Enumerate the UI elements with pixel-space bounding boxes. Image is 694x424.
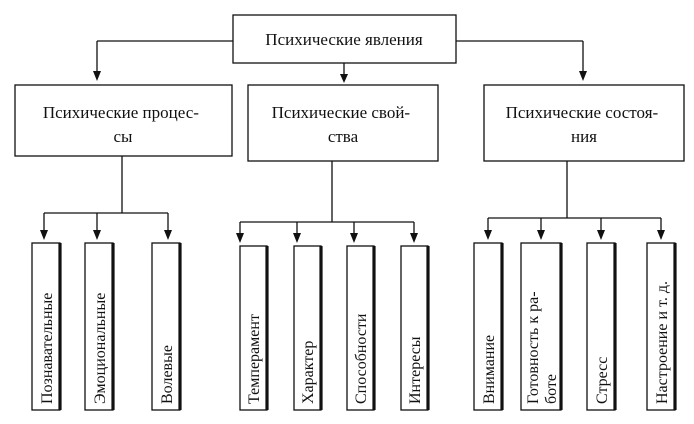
leaf-cognitive-box <box>31 242 61 411</box>
leaf-character-label: Характер <box>300 341 317 404</box>
leaf-emotional: Эмоциональные <box>84 242 115 411</box>
leaf-abilities-line-1: Способности <box>353 313 370 404</box>
arrow-to-attention <box>484 230 492 240</box>
leaf-volitional-label: Волевые <box>159 345 176 404</box>
group-3-connectors <box>484 161 665 240</box>
leaf-stress-box <box>586 242 616 411</box>
leaf-interests-label: Интересы <box>407 336 424 404</box>
leaf-character-line-1: Характер <box>300 341 317 404</box>
leaf-abilities: Способности <box>346 245 376 411</box>
arrow-to-temperament <box>236 233 244 243</box>
arrow-to-mood <box>657 230 665 240</box>
group-2-title: Психические свой- ства <box>272 103 415 146</box>
group-3-title-line-2: ния <box>571 127 597 146</box>
arrow-to-abilities <box>350 233 358 243</box>
arrow-to-group-3 <box>579 71 587 81</box>
group-3-box <box>483 84 685 162</box>
group-3-title-line-1: Психические состоя- <box>506 103 659 122</box>
leaf-readiness-box <box>520 242 562 411</box>
leaf-interests-line-1: Интересы <box>407 336 424 404</box>
arrow-to-group-2 <box>340 74 348 83</box>
leaf-mood-label: Настроение и т. д. <box>654 281 671 404</box>
leaf-readiness-label: Готовность к ра- боте <box>525 287 560 404</box>
arrow-to-group-1 <box>93 71 101 81</box>
arrow-to-character <box>293 233 301 243</box>
leaf-mood: Настроение и т. д. <box>646 242 677 411</box>
group-2-box <box>247 84 439 162</box>
leaf-stress: Стресс <box>586 242 617 411</box>
group-2-connectors <box>236 161 418 243</box>
leaf-readiness-line-1: Готовность к ра- <box>525 291 542 404</box>
leaf-readiness-line-2: боте <box>543 374 560 404</box>
arrow-to-cognitive <box>40 230 48 240</box>
leaf-cognitive-label: Познавательные <box>39 293 56 404</box>
arrow-to-volitional <box>164 230 172 240</box>
leaf-character: Характер <box>293 245 323 411</box>
leaf-stress-label: Стресс <box>594 357 611 404</box>
leaf-emotional-label: Эмоциональные <box>92 293 109 404</box>
group-3-title: Психические состоя- ния <box>506 103 663 146</box>
group-1-connectors <box>40 156 172 240</box>
leaf-readiness: Готовность к ра- боте <box>520 242 563 411</box>
arrow-to-readiness <box>537 230 545 240</box>
leaf-temperament: Темперамент <box>239 245 269 411</box>
leaf-attention-line-1: Внимание <box>481 335 498 404</box>
leaf-mood-line-1: Настроение и т. д. <box>654 281 671 404</box>
leaf-volitional: Волевые <box>151 242 182 411</box>
leaf-cognitive: Познавательные <box>31 242 62 411</box>
group-2-title-line-2: ства <box>328 127 359 146</box>
leaf-stress-line-1: Стресс <box>594 357 611 404</box>
group-1-title-line-2: сы <box>114 127 134 146</box>
group-1-box <box>14 84 233 157</box>
group-1-node: Психические процес- сы <box>14 84 233 157</box>
group-3-node: Психические состоя- ния <box>483 84 685 162</box>
leaf-abilities-box <box>346 245 375 411</box>
root-node: Психические явления <box>232 14 457 64</box>
leaf-emotional-line-1: Эмоциональные <box>92 293 109 404</box>
group-2-node: Психические свой- ства <box>247 84 439 162</box>
leaf-attention-box <box>473 242 503 411</box>
root-connectors <box>93 40 587 83</box>
leaf-volitional-line-1: Волевые <box>159 345 176 404</box>
root-label: Психические явления <box>265 30 423 49</box>
leaf-temperament-line-1: Темперамент <box>246 314 263 404</box>
leaf-abilities-label: Способности <box>353 313 370 404</box>
leaf-mood-box <box>646 242 676 411</box>
leaf-attention: Внимание <box>473 242 504 411</box>
leaf-emotional-box <box>84 242 114 411</box>
leaf-temperament-label: Темперамент <box>246 314 263 404</box>
group-2-title-line-1: Психические свой- <box>272 103 411 122</box>
leaf-character-box <box>293 245 322 411</box>
leaf-volitional-box <box>151 242 181 411</box>
leaf-attention-label: Внимание <box>481 335 498 404</box>
root-box <box>232 14 457 64</box>
group-1-title-line-1: Психические процес- <box>43 103 199 122</box>
arrow-to-interests <box>410 233 418 243</box>
arrow-to-stress <box>597 230 605 240</box>
group-1-title: Психические процес- сы <box>43 103 203 146</box>
arrow-to-emotional <box>93 230 101 240</box>
leaf-cognitive-line-1: Познавательные <box>39 293 56 404</box>
leaf-interests: Интересы <box>400 245 430 411</box>
